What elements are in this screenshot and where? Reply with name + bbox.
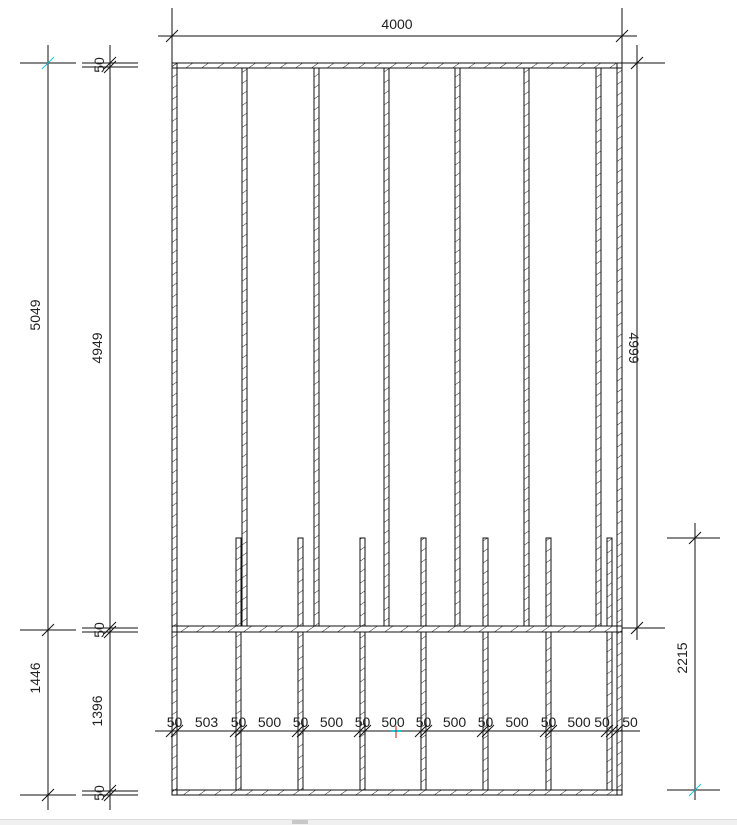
dim-middle-wall: 50 — [91, 622, 107, 638]
dimension-tick — [481, 724, 495, 738]
chain-label: 500 — [567, 714, 591, 730]
dim-upper-total: 4999 — [626, 332, 642, 363]
dim-overall-height: 5049 — [27, 299, 43, 330]
wall — [171, 789, 623, 796]
dimension-tick — [476, 724, 490, 738]
chain-label: 50 — [416, 714, 432, 730]
dimension-tick — [414, 724, 428, 738]
chain-label: 503 — [195, 714, 219, 730]
chain-label: 50 — [622, 714, 638, 730]
dimension-tick — [170, 724, 184, 738]
dimension-tick — [229, 724, 243, 738]
dim-top-wall: 50 — [91, 57, 107, 73]
wall — [482, 631, 489, 791]
wall — [454, 67, 461, 627]
dim-upper-clear: 4949 — [89, 332, 105, 363]
dimension-tick — [234, 724, 248, 738]
dimension-tick — [296, 724, 310, 738]
dimension-tick — [600, 724, 614, 738]
wall — [171, 62, 623, 69]
chain-label: 500 — [505, 714, 529, 730]
dimension-tick — [610, 724, 624, 738]
dim-bottom-wall: 50 — [91, 785, 107, 801]
wall — [545, 537, 552, 627]
dimension-tick — [103, 625, 117, 639]
wall — [545, 631, 552, 791]
dimension-tick — [544, 724, 558, 738]
dimension-tick — [41, 623, 55, 637]
wall — [606, 537, 613, 627]
dimension-tick — [165, 724, 179, 738]
chain-label: 500 — [258, 714, 282, 730]
chain-label: 500 — [381, 714, 405, 730]
dim-stub: 2215 — [674, 642, 690, 673]
dimension-tick — [41, 788, 55, 802]
walls — [171, 62, 623, 796]
wall — [359, 537, 366, 627]
dim-lower-clear: 1396 — [89, 695, 105, 726]
dimension-tick — [41, 56, 55, 70]
dimension-tick — [419, 724, 433, 738]
wall — [171, 625, 623, 633]
dimension-tick — [688, 783, 702, 797]
wall — [171, 62, 178, 796]
wall — [235, 537, 242, 627]
wall — [420, 537, 427, 627]
chain-label: 50 — [231, 714, 247, 730]
dimension-tick — [358, 724, 372, 738]
wall — [420, 631, 427, 791]
dimension-tick — [103, 788, 117, 802]
wall — [523, 67, 530, 627]
dim-overall-width: 4000 — [381, 16, 412, 32]
chain-label: 50 — [355, 714, 371, 730]
chain-label: 50 — [594, 714, 610, 730]
dimension-tick — [630, 621, 644, 635]
chain-label: 500 — [443, 714, 467, 730]
dimension-tick — [291, 724, 305, 738]
dimensions — [20, 8, 720, 810]
dimension-tick — [605, 724, 619, 738]
chain-label: 500 — [320, 714, 344, 730]
chain-label: 50 — [478, 714, 494, 730]
dimension-tick — [630, 56, 644, 70]
wall — [313, 67, 320, 627]
scrollbar-thumb[interactable] — [292, 820, 308, 824]
wall — [241, 67, 248, 627]
horizontal-scrollbar[interactable] — [0, 819, 737, 825]
chain-label: 50 — [541, 714, 557, 730]
wall — [595, 67, 602, 627]
dimension-tick — [615, 29, 629, 43]
dimension-tick — [165, 29, 179, 43]
dimension-tick — [103, 60, 117, 74]
dimension-tick — [353, 724, 367, 738]
wall — [235, 631, 242, 791]
dim-lower-total: 1446 — [27, 662, 43, 693]
dimension-tick — [539, 724, 553, 738]
chain-label: 50 — [293, 714, 309, 730]
chain-label: 50 — [167, 714, 183, 730]
wall — [359, 631, 366, 791]
wall — [297, 631, 304, 791]
wall — [606, 631, 613, 791]
wall — [616, 62, 623, 796]
wall — [482, 537, 489, 627]
dimension-tick — [688, 531, 702, 545]
wall — [297, 537, 304, 627]
wall — [383, 67, 390, 627]
